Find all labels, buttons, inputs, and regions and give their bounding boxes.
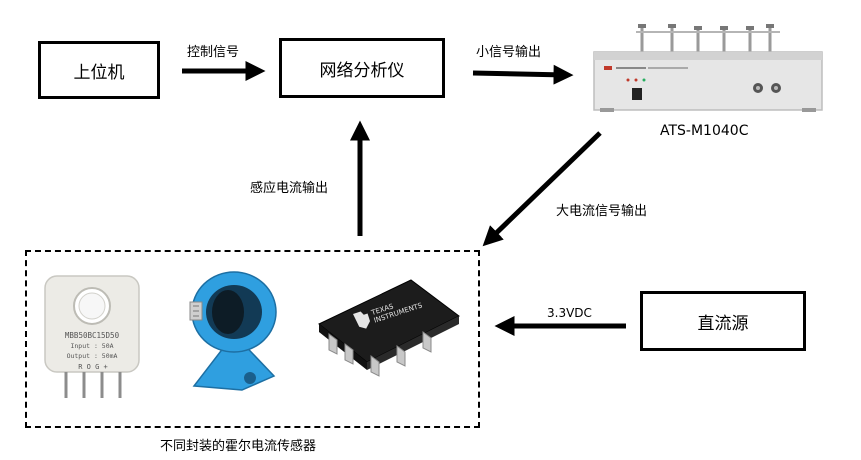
sensor1-image: MBB50BC15D50 Input : 50A Output : 50mA R… <box>44 275 140 398</box>
sensor-group-caption: 不同封装的霍尔电流传感器 <box>160 439 317 454</box>
sensor-group-border <box>25 250 480 428</box>
small-signal-output-label: 小信号输出 <box>476 45 542 60</box>
instrument-image <box>593 24 823 112</box>
dc-source-box: 直流源 <box>640 291 806 351</box>
control-signal-label: 控制信号 <box>187 45 240 60</box>
network-analyzer-box: 网络分析仪 <box>279 38 445 98</box>
large-current-output-label: 大电流信号输出 <box>556 204 648 219</box>
sensor1-model-text: MBB50BC15D50 <box>65 331 120 340</box>
sensor1-pins-text: R O G + <box>78 363 108 371</box>
dc-source-label: 直流源 <box>697 313 749 334</box>
arrow-analyzer-to-instrument <box>472 64 574 85</box>
instrument-name-label: ATS-M1040C <box>660 123 749 139</box>
sensor3-image: TEXAS INSTRUMENTS <box>318 279 460 377</box>
sensor2-image <box>189 271 277 391</box>
dc-voltage-label: 3.3VDC <box>547 306 592 320</box>
induced-current-output-label: 感应电流输出 <box>250 181 329 196</box>
network-analyzer-label: 网络分析仪 <box>319 60 405 81</box>
sensor1-input-text: Input : 50A <box>70 342 113 350</box>
host-pc-label: 上位机 <box>73 62 125 83</box>
sensor1-output-text: Output : 50mA <box>67 352 118 360</box>
host-pc-box: 上位机 <box>38 41 160 99</box>
arrow-instrument-to-sensors <box>482 131 602 247</box>
